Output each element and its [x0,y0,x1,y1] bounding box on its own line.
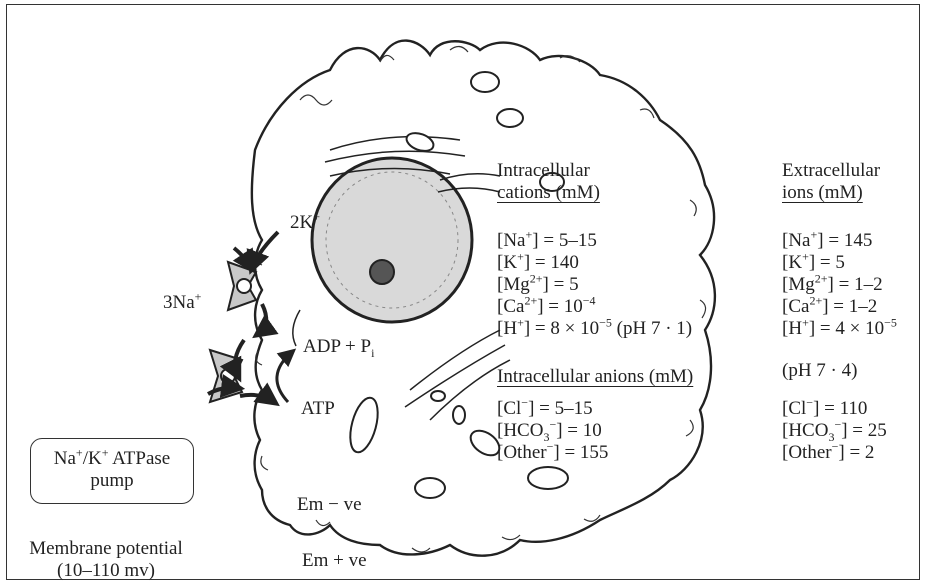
ion-concentration-row: [Mg2+] = 1–2 [782,274,897,296]
nucleus [312,158,472,322]
ion-concentration-row: [Ca2+] = 1–2 [782,296,897,318]
ion-concentration-row: [K+] = 5 [782,252,897,274]
em-outside-label: Em + ve [302,550,367,572]
extracellular-cations-list: [Na+] = 145[K+] = 5[Mg2+] = 1–2[Ca2+] = … [782,230,897,340]
extracellular-ph-note: (pH 7 · 4) [782,360,857,382]
atp-label: ATP [301,398,335,420]
pump-box-line2: pump [31,470,193,492]
atpase-pump-box: Na+/K+ ATPase pump [30,438,194,504]
nucleolus [370,260,394,284]
extracellular-anions-list: [Cl−] = 110[HCO3−] = 25[Other−] = 2 [782,398,887,464]
ion-concentration-row: [Na+] = 145 [782,230,897,252]
atp-hydrolysis-arrow [277,352,292,402]
pump-upper-shape [228,262,256,310]
ion-concentration-row: [Na+] = 5–15 [497,230,692,252]
sodium-pump-label: 3Na+ [163,292,201,314]
pump-box-line1: Na+/K+ ATPase [31,448,193,470]
em-inside-label: Em − ve [297,494,362,516]
intracellular-cations-list: [Na+] = 5–15[K+] = 140[Mg2+] = 5[Ca2+] =… [497,230,692,340]
ion-concentration-row: [H+] = 4 × 10−5 [782,318,897,340]
intracellular-anions-title: Intracellular anions (mM) [497,366,693,388]
ion-concentration-row: [Other−] = 155 [497,442,608,464]
intracellular-cations-title: Intracellular cations (mM) [497,160,600,204]
ion-concentration-row: [Other−] = 2 [782,442,887,464]
adp-label: ADP + Pi [303,336,374,358]
ion-concentration-row: [H+] = 8 × 10−5 (pH 7 · 1) [497,318,692,340]
intracellular-anions-list: [Cl−] = 5–15[HCO3−] = 10[Other−] = 155 [497,398,608,464]
potassium-pump-label: 2K+ [290,212,320,234]
ion-concentration-row: [Ca2+] = 10−4 [497,296,692,318]
membrane-potential-label: Membrane potential (10–110 mv) [8,538,204,582]
ion-concentration-row: [K+] = 140 [497,252,692,274]
extracellular-ions-title: Extracellular ions (mM) [782,160,880,204]
